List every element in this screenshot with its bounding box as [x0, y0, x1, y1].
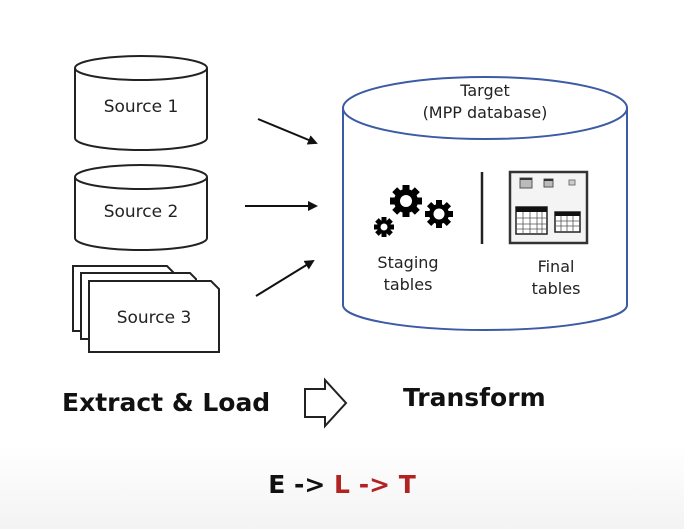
target-title: Target (MPP database)	[383, 80, 587, 124]
elt-sequence: E -> L -> T	[0, 470, 684, 499]
source-2-cylinder	[74, 164, 208, 251]
gears-icon	[374, 185, 453, 237]
final-tables-label: Final tables	[506, 256, 606, 300]
final-line2: tables	[531, 279, 581, 298]
seq-e: E	[268, 470, 286, 499]
arrow-source-3	[255, 259, 315, 297]
target-title-line2: (MPP database)	[422, 103, 548, 122]
staging-tables-label: Staging tables	[358, 252, 458, 296]
tables-grid-icon	[508, 170, 589, 245]
final-line1: Final	[537, 257, 575, 276]
arrow-source-1	[257, 118, 318, 145]
source-1-label: Source 1	[103, 97, 179, 117]
source-3-label: Source 3	[116, 308, 192, 328]
target-database-cylinder	[342, 76, 628, 331]
seq-arrow-1: ->	[293, 470, 326, 499]
target-title-line1: Target	[460, 81, 510, 100]
source-3-stacked-files	[72, 265, 220, 353]
seq-arrow-2: ->	[358, 470, 391, 499]
block-right-arrow-icon	[304, 377, 348, 429]
seq-l: L	[334, 470, 350, 499]
transform-label: Transform	[403, 383, 546, 412]
extract-load-label: Extract & Load	[62, 388, 271, 417]
staging-line1: Staging	[377, 253, 439, 272]
source-1-cylinder	[74, 55, 208, 151]
seq-t: T	[398, 470, 416, 499]
staging-line2: tables	[383, 275, 433, 294]
source-2-label: Source 2	[103, 202, 179, 222]
